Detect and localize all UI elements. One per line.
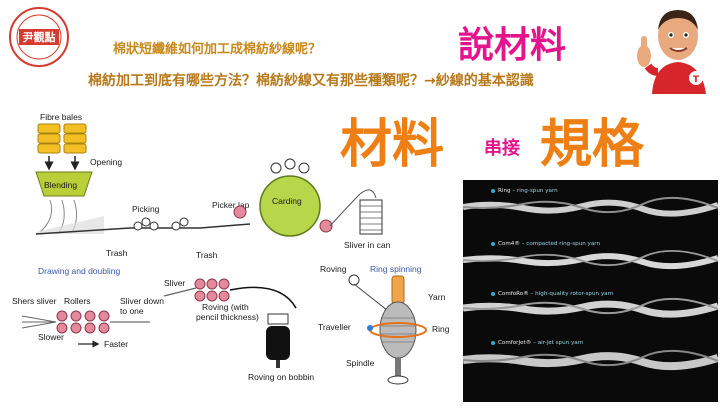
label-traveller: Traveller xyxy=(318,322,351,332)
yarn-desc: – ring-spun yarn xyxy=(510,188,558,194)
yarn-name: ComfoRo® xyxy=(498,291,529,297)
big-title-spec: 規格 xyxy=(540,115,645,175)
label-to-one: to one xyxy=(120,306,144,316)
yarn-name: ComforJet® xyxy=(498,340,532,346)
yarn-label-comforjet: ComforJet® – air-jet spun yarn xyxy=(498,340,583,346)
yarn-strand-comforjet xyxy=(463,349,718,371)
fibre-bales xyxy=(37,123,87,154)
label-drawing-doubling: Drawing and doubling xyxy=(38,266,120,276)
yarn-label-comforo: ComfoRo® – high-quality rotor-spun yarn xyxy=(498,291,613,297)
label-trash-2: Trash xyxy=(196,250,218,260)
yarn-name: Ring xyxy=(498,188,511,194)
yarn-comparison-panel: Ring – ring-spun yarn Com4® – compacted … xyxy=(463,180,718,402)
yarn-strand-ring xyxy=(463,196,718,217)
label-fibre-bales: Fibre bales xyxy=(40,112,82,122)
brand-logo: 尹觀點 xyxy=(8,6,70,68)
label-rollers: Rollers xyxy=(64,296,90,306)
label-trash-1: Trash xyxy=(106,248,128,258)
roving-rollers xyxy=(194,278,230,302)
title-say-material: 說材料 xyxy=(458,25,567,66)
label-spindle: Spindle xyxy=(346,358,375,368)
yarn-desc: – high-quality rotor-spun yarn xyxy=(528,291,614,297)
label-yarn: Yarn xyxy=(428,292,446,302)
question-2: 棉紡加工到底有哪些方法？棉紡紗線又有那些種類呢？→紗線的基本認識 xyxy=(88,73,534,89)
ring-spindle xyxy=(367,275,427,385)
carding-drum xyxy=(259,175,321,237)
label-blending: Blending xyxy=(44,180,77,190)
sliver-can xyxy=(359,199,383,235)
label-opening: Opening xyxy=(90,157,122,167)
label-roving-on-bobbin: Roving on bobbin xyxy=(248,372,314,382)
yarn-dot-com4 xyxy=(491,242,495,246)
title-join: 串接 xyxy=(484,138,520,159)
yarn-dot-ring xyxy=(491,189,495,193)
svg-text:T: T xyxy=(693,75,700,85)
label-slower: Slower xyxy=(38,332,64,342)
label-sliver: Sliver xyxy=(164,278,185,288)
yarn-label-ring: Ring – ring-spun yarn xyxy=(498,188,558,194)
picker-lap-roll xyxy=(233,205,247,219)
yarn-label-com4: Com4® – compacted ring-spun yarn xyxy=(498,241,600,247)
yarn-dot-comforjet xyxy=(491,341,495,345)
yarn-desc: – compacted ring-spun yarn xyxy=(519,241,601,247)
question-1: 棉狀短纖維如何加工成棉紡紗線呢？ xyxy=(113,42,322,57)
big-title-material: 材料 xyxy=(340,115,445,175)
drawing-rollers xyxy=(56,310,110,334)
label-ring-spinning: Ring spinning xyxy=(370,264,422,274)
label-carding: Carding xyxy=(272,196,302,206)
logo-text: 尹觀點 xyxy=(23,30,56,44)
picking-rollers xyxy=(133,217,189,231)
label-sliver-down: Sliver down xyxy=(120,296,164,306)
yarn-strand-comforo xyxy=(463,297,718,318)
label-shers-sliver: Shers sliver xyxy=(12,296,57,306)
cotton-spinning-process-diagram: Fibre bales Opening Blending Picking Tra… xyxy=(0,108,460,404)
presenter-avatar: T xyxy=(630,2,718,94)
yarn-name: Com4® xyxy=(498,241,520,247)
label-faster: Faster xyxy=(104,339,128,349)
label-picker-lap: Picker lap xyxy=(212,200,250,210)
yarn-desc: – air-jet spun yarn xyxy=(531,340,584,346)
label-roving: Roving xyxy=(320,264,347,274)
label-pencil-thickness: pencil thickness) xyxy=(196,312,259,322)
yarn-dot-comforo xyxy=(491,292,495,296)
blending-hopper xyxy=(35,171,93,197)
yarn-strand-com4 xyxy=(463,249,718,270)
roving-bobbin xyxy=(266,313,290,368)
label-picking: Picking xyxy=(132,204,160,214)
label-sliver-in-can: Sliver in can xyxy=(344,240,391,250)
label-ring: Ring xyxy=(432,324,450,334)
label-roving-with: Roving (with xyxy=(202,302,249,312)
